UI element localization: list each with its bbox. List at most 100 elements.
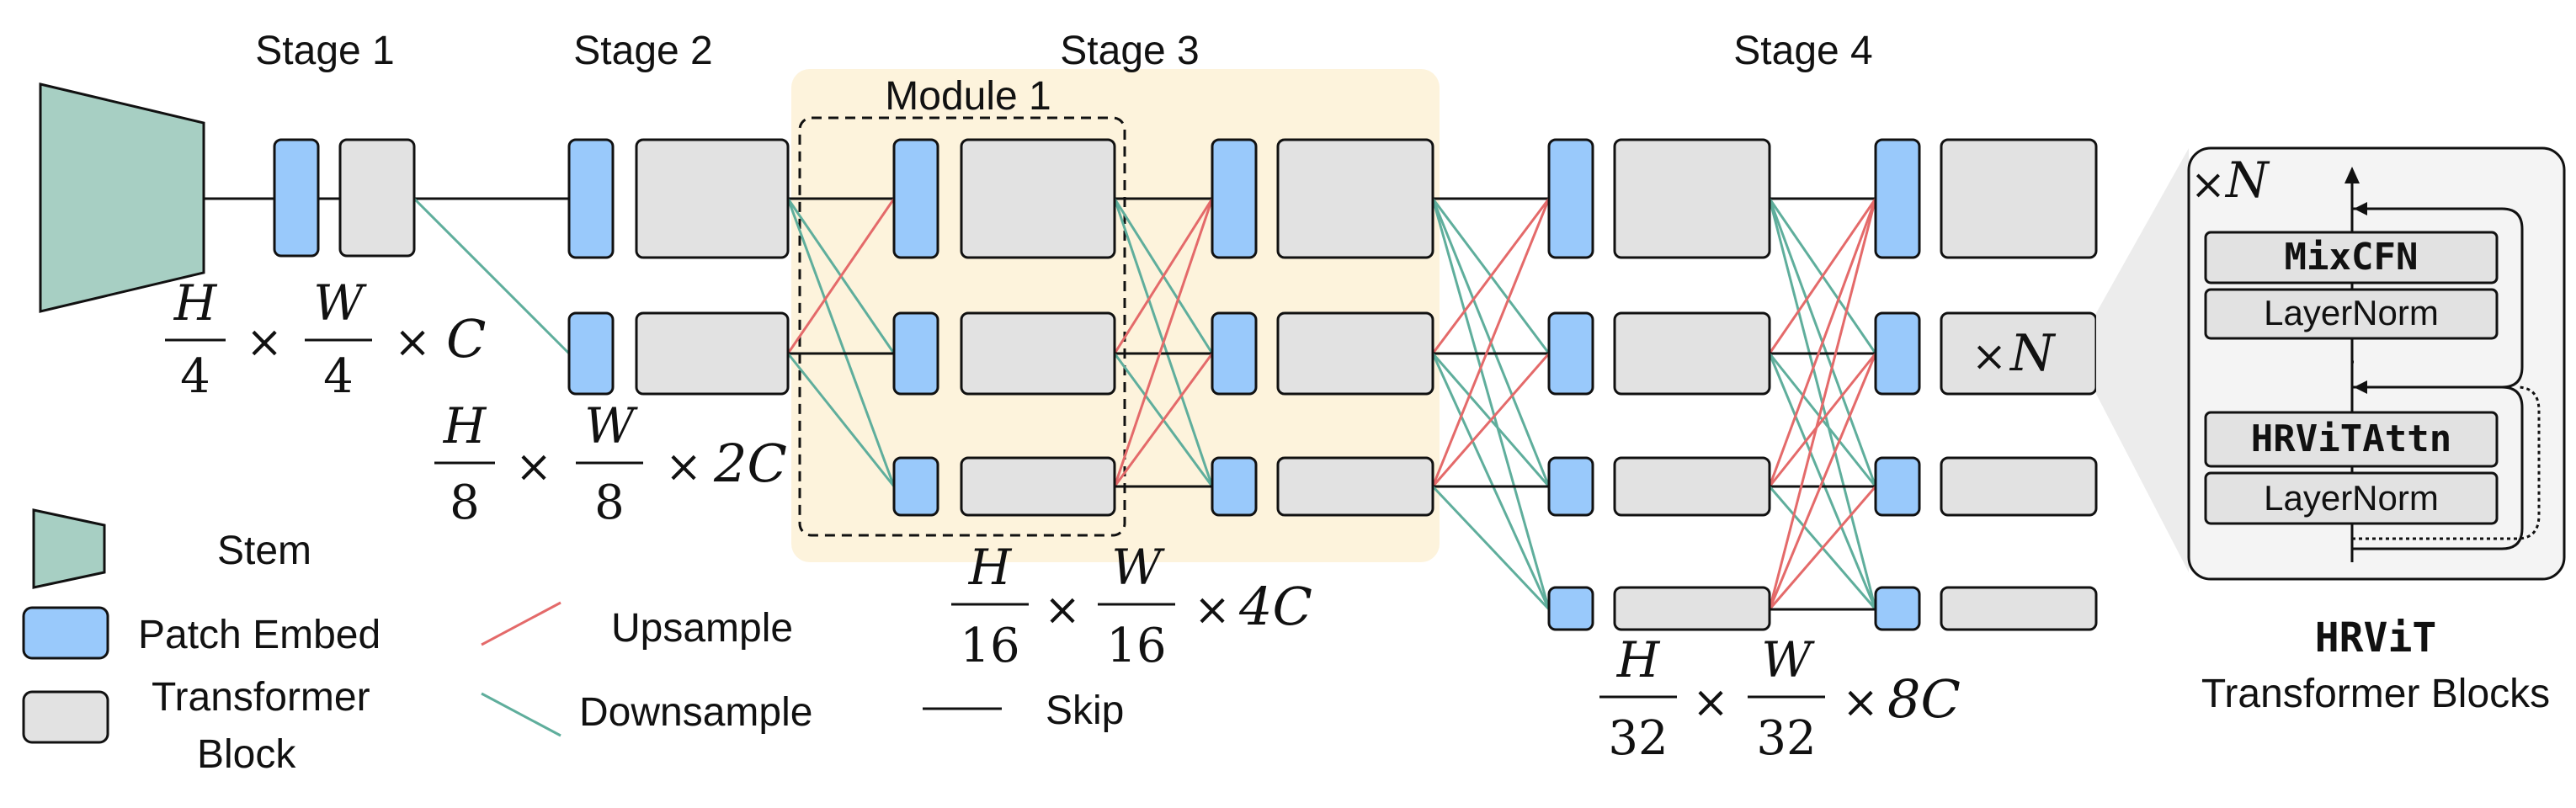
- panel-arrow-mid2: [2354, 380, 2367, 394]
- legend-transformer-icon: [22, 690, 109, 744]
- repeat-n-var: N: [2009, 324, 2057, 383]
- svg-text:H: H: [968, 539, 1013, 596]
- legend-patch-embed-icon: [22, 606, 109, 660]
- svg-text:×: ×: [394, 317, 431, 368]
- transformer-block-s4a-r1: [1613, 138, 1771, 259]
- dim-formula-s2: H 8 × W 8 × 2C: [434, 397, 787, 530]
- panel-arrow-top: [2344, 167, 2360, 183]
- legend-upsample-line: [481, 601, 562, 646]
- connection-lines: [204, 197, 1877, 611]
- up-line-f2-2-1: [1113, 353, 1214, 487]
- svg-text:4C: 4C: [1238, 576, 1312, 637]
- stage-2-title: Stage 2: [573, 29, 712, 73]
- down-line-f3-1-3: [1431, 353, 1551, 610]
- transformer-block-s4a-r4: [1613, 586, 1771, 631]
- transformer-block-s2-r1: [635, 138, 790, 259]
- svg-text:×: ×: [1044, 585, 1081, 635]
- transformer-block-s1: [338, 138, 416, 258]
- transformer-block-s3b-r1: [1276, 138, 1434, 259]
- patch-embed-s4b-r1: [1874, 138, 1921, 259]
- patch-embed-s4b-r3: [1874, 456, 1921, 517]
- transformer-block-s4b-r1: [1940, 138, 2098, 259]
- down-line-f1-1-2: [786, 353, 896, 487]
- svg-text:×: ×: [515, 442, 552, 492]
- legend-downsample-line: [481, 692, 562, 737]
- svg-text:2C: 2C: [713, 433, 787, 494]
- downsample-line-s1-s2: [412, 197, 571, 355]
- down-line-f3-0-3: [1431, 198, 1551, 610]
- svg-text:H: H: [443, 397, 487, 454]
- module-1-outline: [798, 116, 1126, 537]
- patch-embed-s4b-r2: [1874, 311, 1921, 396]
- svg-text:C: C: [446, 308, 486, 369]
- down-line-f3-2-3: [1431, 485, 1551, 611]
- svg-text:4: 4: [323, 349, 354, 404]
- transformer-block-s3a-r2: [960, 311, 1116, 396]
- up-line-f3-1-0: [1431, 198, 1551, 354]
- patch-embed-s3a-r3: [892, 456, 939, 517]
- svg-text:×: ×: [246, 317, 283, 368]
- svg-text:×: ×: [1842, 678, 1879, 728]
- svg-text:W: W: [313, 274, 367, 332]
- svg-text:8: 8: [450, 476, 480, 530]
- hrvitattn-block: [2204, 411, 2499, 468]
- up-line-f4-3-2: [1768, 486, 1877, 610]
- layernorm-top-label: LayerNorm: [2264, 293, 2439, 332]
- svg-text:32: 32: [1608, 711, 1668, 766]
- patch-embed-s3b-r3: [1211, 456, 1258, 517]
- svg-text:×: ×: [1692, 678, 1729, 728]
- stage-3-title: Stage 3: [1060, 29, 1199, 73]
- legend-skip-label: Skip: [1046, 688, 1124, 733]
- up-line-f4-3-0: [1768, 198, 1877, 610]
- stem-trapezoid: [39, 82, 205, 313]
- transformer-block-s3a-r1: [960, 138, 1116, 259]
- svg-text:8: 8: [594, 476, 625, 530]
- patch-embed-s2-r2: [567, 311, 615, 396]
- panel-subtitle: Transformer Blocks: [2201, 672, 2550, 716]
- svg-text:×: ×: [1194, 585, 1231, 635]
- up-line-f4-2-1: [1768, 353, 1877, 487]
- patch-embed-s4a-r4: [1547, 586, 1594, 631]
- legend-patch-embed-label: Patch Embed: [138, 613, 381, 657]
- transformer-block-s4b-r4: [1940, 586, 2098, 631]
- svg-text:32: 32: [1756, 711, 1816, 766]
- up-line-f1-1-0: [786, 198, 896, 354]
- svg-text:H: H: [1616, 631, 1661, 688]
- module-1-label: Module 1: [885, 74, 1051, 119]
- patch-embed-s2-r1: [567, 138, 615, 259]
- legend-transformer-label-2: Block: [197, 732, 296, 777]
- patch-embed-s3b-r1: [1211, 138, 1258, 259]
- transformer-block-s3a-r3: [960, 456, 1116, 517]
- up-line-f3-2-1: [1431, 353, 1551, 487]
- panel-repeat-times: ×: [2190, 160, 2226, 209]
- up-line-f2-2-0: [1113, 198, 1214, 487]
- dim-formula-s1: H 4 × W 4 × C: [165, 274, 486, 404]
- legend-transformer-label-1: Transformer: [152, 675, 370, 720]
- svg-text:4: 4: [180, 349, 210, 404]
- dim-formula-s4: H 32 × W 32 × 8C: [1599, 631, 1961, 766]
- svg-text:8C: 8C: [1887, 668, 1961, 730]
- up-line-f4-2-0: [1768, 198, 1877, 487]
- transformer-block-s4a-r3: [1613, 456, 1771, 517]
- legend-downsample-label: Downsample: [579, 690, 812, 735]
- svg-text:16: 16: [960, 619, 1019, 673]
- patch-embed-s3a-r1: [892, 138, 939, 259]
- svg-text:16: 16: [1106, 619, 1166, 673]
- panel-arrow-mid1: [2354, 202, 2367, 215]
- legend-upsample-label: Upsample: [611, 606, 793, 651]
- patch-embed-s4a-r1: [1547, 138, 1594, 259]
- dim-formula-s3: H 16 × W 16 × 4C: [951, 539, 1312, 673]
- patch-embed-s3a-r2: [892, 311, 939, 396]
- layernorm-top-block: [2204, 288, 2499, 340]
- legend-stem-icon: [32, 508, 106, 589]
- svg-text:W: W: [1761, 631, 1815, 688]
- hrvitattn-label: HRViTAttn: [2251, 417, 2451, 460]
- up-line-f3-2-0: [1431, 198, 1551, 487]
- mixcfn-block: [2204, 231, 2499, 284]
- up-line-f4-3-1: [1768, 353, 1877, 610]
- transformer-block-s2-r2: [635, 311, 790, 396]
- patch-embed-s4a-r2: [1547, 311, 1594, 396]
- panel-repeat-n: N: [2224, 152, 2270, 209]
- layernorm-bottom-block: [2204, 471, 2499, 525]
- legend-stem-label: Stem: [217, 529, 311, 573]
